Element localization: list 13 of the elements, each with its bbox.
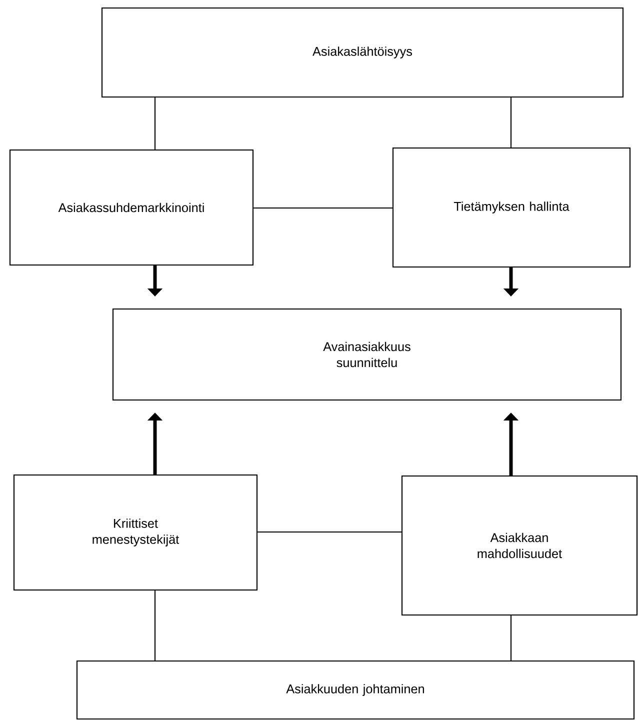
connector-line — [258, 531, 402, 533]
process-box: Asiakaslähtöisyys — [101, 7, 624, 98]
connector-line — [254, 207, 392, 209]
process-box: Asiakkaan mahdollisuudet — [401, 475, 638, 616]
connector-line — [510, 616, 512, 660]
connector-line — [154, 590, 156, 660]
process-box: Avainasiakkuus suunnittelu — [112, 308, 622, 401]
process-box: Kriittiset menestystekijät — [13, 474, 258, 591]
process-box: Asiakkuuden johtaminen — [76, 660, 635, 720]
connector-line — [510, 98, 512, 148]
connector-line — [154, 98, 156, 150]
process-box: Tietämyksen hallinta — [392, 147, 631, 268]
process-box: Asiakassuhdemarkkinointi — [9, 149, 254, 266]
